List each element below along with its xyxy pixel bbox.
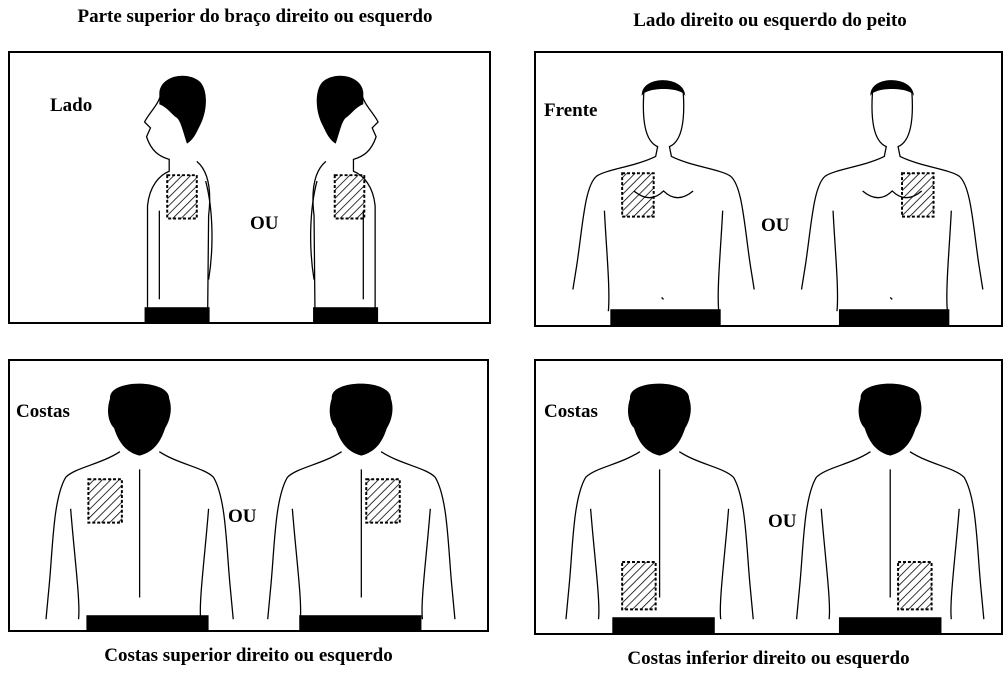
upper-back-figures (45, 383, 456, 630)
front-figure-left-patch (621, 172, 655, 218)
caption-upper-arm: Parte superior do braço direito ou esque… (77, 6, 433, 27)
back-figure-upper-right-patch (365, 478, 401, 524)
panel-upper-back-or: OU (228, 506, 257, 527)
back-figure-upper-right-shorts (299, 615, 422, 630)
panel-upper-arm-label: Lado (50, 95, 93, 116)
panel-lower-back-or: OU (768, 511, 797, 532)
front-figure-right-shorts (838, 309, 950, 325)
panel-lower-back-label: Costas (544, 401, 598, 422)
panel-upper-back-label: Costas (16, 401, 70, 422)
front-figure-left (572, 92, 755, 312)
caption-lower-back: Costas inferior direito ou esquerdo (627, 648, 910, 669)
side-figure-right-shorts (313, 307, 379, 322)
back-figure-upper-left-shorts (86, 615, 209, 630)
back-figure-upper-right-head (329, 383, 393, 456)
front-figure-left-shorts (610, 309, 721, 325)
panel-chest-label: Frente (544, 100, 598, 121)
front-view-figures (572, 80, 984, 325)
back-figure-lower-right-shorts (838, 617, 942, 633)
back-figure-lower-left (565, 451, 754, 620)
back-figure-lower-left-patch (621, 561, 657, 611)
side-figure-left-hair (159, 75, 206, 144)
side-figure-left-patch (166, 174, 198, 220)
panel-upper-back: Costas OU (8, 359, 489, 632)
panel-upper-arm: Lado OU (8, 51, 491, 324)
back-figure-upper-right (267, 451, 456, 620)
front-figure-right-hair (870, 80, 914, 97)
side-figure-right-hair (316, 75, 364, 144)
back-figure-lower-right-patch (897, 561, 933, 611)
caption-chest: Lado direito ou esquerdo do peito (633, 10, 907, 31)
back-figure-upper-left-patch (87, 478, 123, 524)
back-figure-lower-left-head (627, 383, 691, 456)
side-figure-left (143, 92, 213, 318)
back-figure-upper-left (45, 451, 234, 620)
front-figure-right-patch (901, 172, 935, 218)
back-figure-lower-right-head (858, 383, 922, 456)
back-figure-lower-left-shorts (612, 617, 715, 633)
front-figure-left-hair (641, 80, 686, 97)
side-figure-left-shorts (144, 307, 210, 322)
caption-upper-back: Costas superior direito ou esquerdo (104, 645, 393, 666)
panel-chest: Frente OU (534, 51, 1003, 327)
side-figure-right-patch (333, 174, 366, 220)
front-figure-right (800, 92, 984, 312)
side-view-figures (143, 75, 379, 322)
panel-chest-or: OU (761, 215, 790, 236)
panel-upper-arm-or: OU (250, 213, 279, 234)
lower-back-figures (565, 383, 985, 633)
panel-lower-back: Costas OU (534, 359, 1003, 635)
back-figure-lower-right (795, 451, 985, 620)
back-figure-upper-left-head (108, 383, 171, 456)
side-figure-right (310, 92, 379, 318)
